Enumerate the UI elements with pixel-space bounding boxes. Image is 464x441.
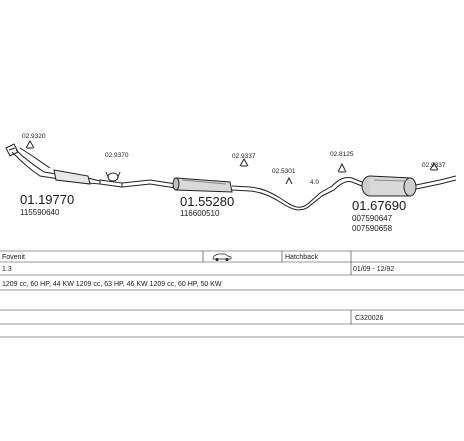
model-name: Fovenit: [2, 254, 25, 261]
car-side-icon: [212, 253, 232, 262]
clip-a-icon: [25, 139, 35, 149]
front-pipe: [5, 143, 101, 185]
clip-c-icon: [239, 157, 249, 167]
center-pipe: [249, 186, 321, 208]
over-axle-pipe: [319, 177, 363, 194]
rear-silencer-number: 01.67690: [352, 198, 406, 213]
info-table: [0, 250, 464, 338]
clip-e-icon: [337, 162, 347, 173]
intermediate-pipe: [121, 179, 177, 185]
clip-a-number: 02.9320: [22, 133, 46, 140]
rear-silencer: [361, 175, 457, 197]
small-label: 4.0: [310, 179, 319, 186]
middle-silencer-number: 01.55280: [180, 194, 234, 209]
engine-power: 1209 cc, 60 HP, 44 KW 1209 cc, 63 HP, 46…: [2, 281, 222, 288]
production-years: 01/09 - 12/92: [353, 266, 394, 273]
front-pipe-number: 01.19770: [20, 192, 74, 207]
clip-b-number: 02.9370: [105, 152, 129, 159]
engine-size: 1.3: [2, 266, 12, 273]
clip-d-icon: [285, 176, 293, 185]
clip-b-icon: [107, 172, 119, 182]
front-pipe-ref: 115590640: [20, 208, 60, 217]
clip-f-number: 02.9337: [422, 162, 446, 169]
middle-silencer-ref: 116600510: [180, 209, 220, 218]
clip-c-number: 02.9337: [232, 153, 256, 160]
kit-code: C320026: [355, 315, 384, 322]
rear-silencer-ref-1: 007590647: [352, 214, 393, 223]
middle-silencer: [172, 177, 251, 193]
connector-section: [99, 171, 123, 188]
body-type: Hatchback: [285, 254, 319, 261]
exhaust-drawing: [5, 139, 457, 211]
part-labels: 02.9320 02.9370 02.9337 02.5301 02.8125 …: [20, 133, 446, 233]
clip-e-number: 02.8125: [330, 151, 354, 158]
clip-d-number: 02.5301: [272, 168, 296, 175]
rear-silencer-ref-2: 007590658: [352, 224, 393, 233]
clip-f-icon: [429, 161, 439, 171]
info-table-text: Fovenit Hatchback 1.3 01/09 - 12/92 1209…: [2, 253, 394, 322]
